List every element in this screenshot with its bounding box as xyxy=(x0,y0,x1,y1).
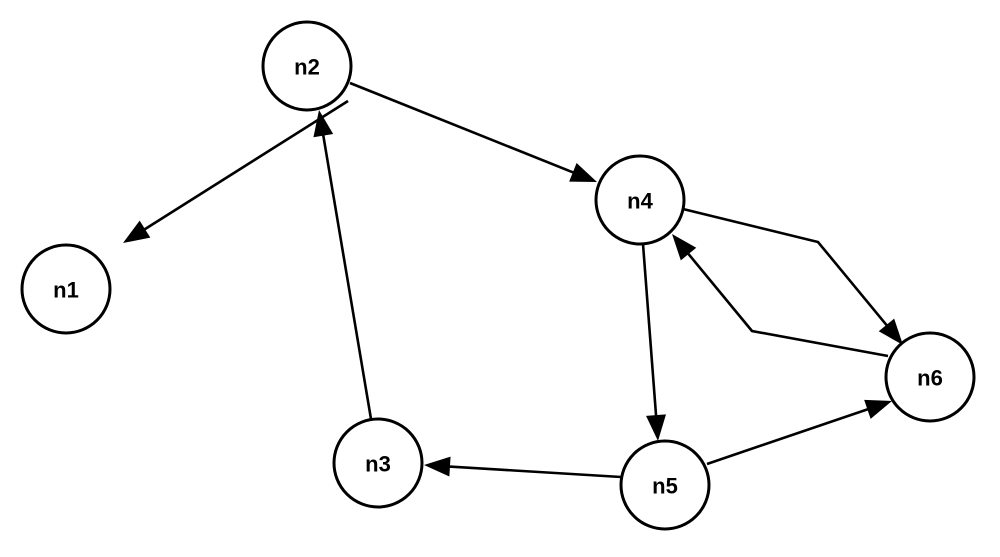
edge-hitarea[interactable] xyxy=(707,401,892,464)
arrowhead-icon xyxy=(672,234,697,261)
node-circle-n4[interactable] xyxy=(594,154,686,246)
node-circle-n6[interactable] xyxy=(884,331,976,423)
edge-n2-to-n1[interactable] xyxy=(123,99,349,243)
node-n5[interactable]: n5 xyxy=(619,439,711,531)
node-n6[interactable]: n6 xyxy=(884,331,976,423)
arrowhead-icon xyxy=(313,110,334,138)
node-circle-n1[interactable] xyxy=(20,243,112,335)
edge-n5-to-n6[interactable] xyxy=(706,399,892,466)
nodes-layer: n1 n2 n3 n4 n5 n6 xyxy=(20,20,976,531)
node-circle-n3[interactable] xyxy=(332,417,424,509)
edge-n3-to-n2[interactable] xyxy=(313,110,373,420)
edge-hitarea[interactable] xyxy=(643,244,658,441)
node-n2[interactable]: n2 xyxy=(261,20,353,112)
node-n3[interactable]: n3 xyxy=(332,417,424,509)
edge-n2-to-n4[interactable] xyxy=(349,81,597,182)
node-circle-n5[interactable] xyxy=(619,439,711,531)
arrowhead-icon xyxy=(569,163,597,182)
node-n4[interactable]: n4 xyxy=(594,154,686,246)
arrowhead-icon xyxy=(864,399,892,419)
edge-n4-to-n5[interactable] xyxy=(641,243,666,441)
node-circle-n2[interactable] xyxy=(261,20,353,112)
arrowhead-icon xyxy=(646,414,666,441)
arrowhead-icon xyxy=(878,318,903,345)
edges-layer xyxy=(123,81,903,479)
edge-hitarea[interactable] xyxy=(424,465,621,477)
edge-hitarea[interactable] xyxy=(319,110,371,419)
edge-n4-to-n6[interactable] xyxy=(682,207,903,345)
arrowhead-icon xyxy=(123,220,151,243)
edge-n6-to-n4[interactable] xyxy=(672,234,889,358)
edge-n5-to-n3[interactable] xyxy=(424,456,622,479)
arrowhead-icon xyxy=(424,456,451,477)
edge-hitarea[interactable] xyxy=(350,83,597,182)
node-n1[interactable]: n1 xyxy=(20,243,112,335)
